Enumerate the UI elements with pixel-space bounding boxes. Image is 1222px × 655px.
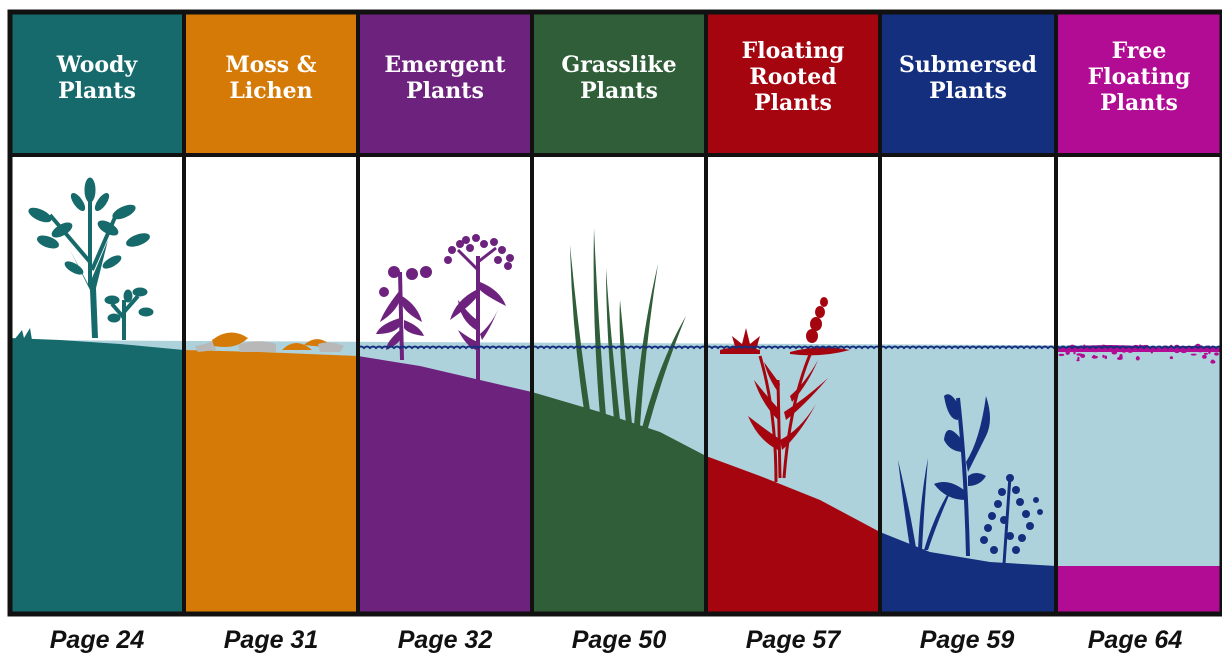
page-ref-moss[interactable]: Page 31 — [223, 626, 319, 654]
zone-title-floating-rooted: Rooted — [749, 64, 836, 90]
duckweed-leaf — [1102, 354, 1105, 358]
ground-submersed — [880, 532, 1056, 614]
diagram-frame — [7, 9, 1222, 617]
zone-title-submersed: Plants — [929, 78, 1007, 104]
zone-title-submersed: Submersed — [899, 52, 1037, 78]
floating-rooted-plant-icon — [720, 297, 850, 483]
duckweed-leaf — [1116, 357, 1123, 360]
zone-title-moss: Moss & — [225, 52, 316, 78]
grasslike-plant-icon — [570, 228, 686, 428]
page-ref-emergent[interactable]: Page 32 — [397, 626, 493, 654]
zone-title-free-floating: Free — [1112, 38, 1167, 64]
emergent-plant-icon — [376, 234, 514, 380]
page-ref-free-floating[interactable]: Page 64 — [1087, 626, 1183, 654]
header-grasslike — [532, 12, 706, 155]
submersed-plant-icon — [898, 394, 1043, 565]
header-floating-rooted — [706, 12, 880, 155]
duckweed-leaf — [1092, 354, 1096, 359]
ground-floating-rooted — [706, 456, 880, 614]
duckweed-leaf — [1077, 356, 1080, 360]
duckweed-leaf — [1211, 359, 1215, 363]
woody-plant-icon — [14, 177, 154, 340]
ground-free-floating — [1056, 566, 1220, 614]
duckweed-leaf — [1203, 352, 1208, 355]
duckweed-leaf — [1073, 351, 1076, 355]
duckweed-leaf — [1135, 356, 1140, 361]
duckweed-leaf — [1076, 353, 1083, 356]
zone-title-emergent: Emergent — [384, 52, 506, 78]
zone-title-floating-rooted: Plants — [754, 90, 832, 116]
header-emergent — [358, 12, 532, 155]
ground-moss — [184, 350, 358, 614]
header-moss — [184, 12, 358, 155]
duckweed-leaf — [1202, 354, 1207, 359]
zone-title-moss: Lichen — [229, 78, 312, 104]
header-free-floating — [1056, 12, 1220, 155]
moss-lichen-icon — [195, 332, 344, 352]
zone-dividers — [182, 12, 1058, 614]
duckweed-leaf — [1104, 355, 1108, 360]
zone-title-emergent: Plants — [406, 78, 484, 104]
water-surface — [357, 345, 1220, 350]
page-ref-floating-rooted[interactable]: Page 57 — [745, 626, 841, 654]
zone-title-floating-rooted: Floating — [742, 38, 845, 64]
header-submersed — [880, 12, 1056, 155]
zone-title-free-floating: Floating — [1088, 64, 1191, 90]
duckweed-leaf — [1058, 353, 1065, 357]
page-ref-submersed[interactable]: Page 59 — [919, 626, 1015, 654]
ground-emergent — [358, 356, 532, 614]
zone-title-woody: Plants — [58, 78, 136, 104]
duckweed-leaf — [1169, 356, 1174, 360]
duckweed-leaf — [1214, 352, 1219, 356]
ground-grasslike — [532, 392, 706, 614]
page-ref-grasslike[interactable]: Page 50 — [571, 626, 667, 654]
zone-title-free-floating: Plants — [1100, 90, 1178, 116]
zone-title-grasslike: Plants — [580, 78, 658, 104]
header-woody — [10, 12, 184, 155]
ground-woody — [10, 338, 184, 614]
zone-title-grasslike: Grasslike — [561, 52, 676, 78]
page-ref-woody[interactable]: Page 24 — [49, 626, 145, 654]
duckweed-leaf — [1190, 353, 1197, 356]
zone-title-woody: Woody — [56, 52, 139, 78]
